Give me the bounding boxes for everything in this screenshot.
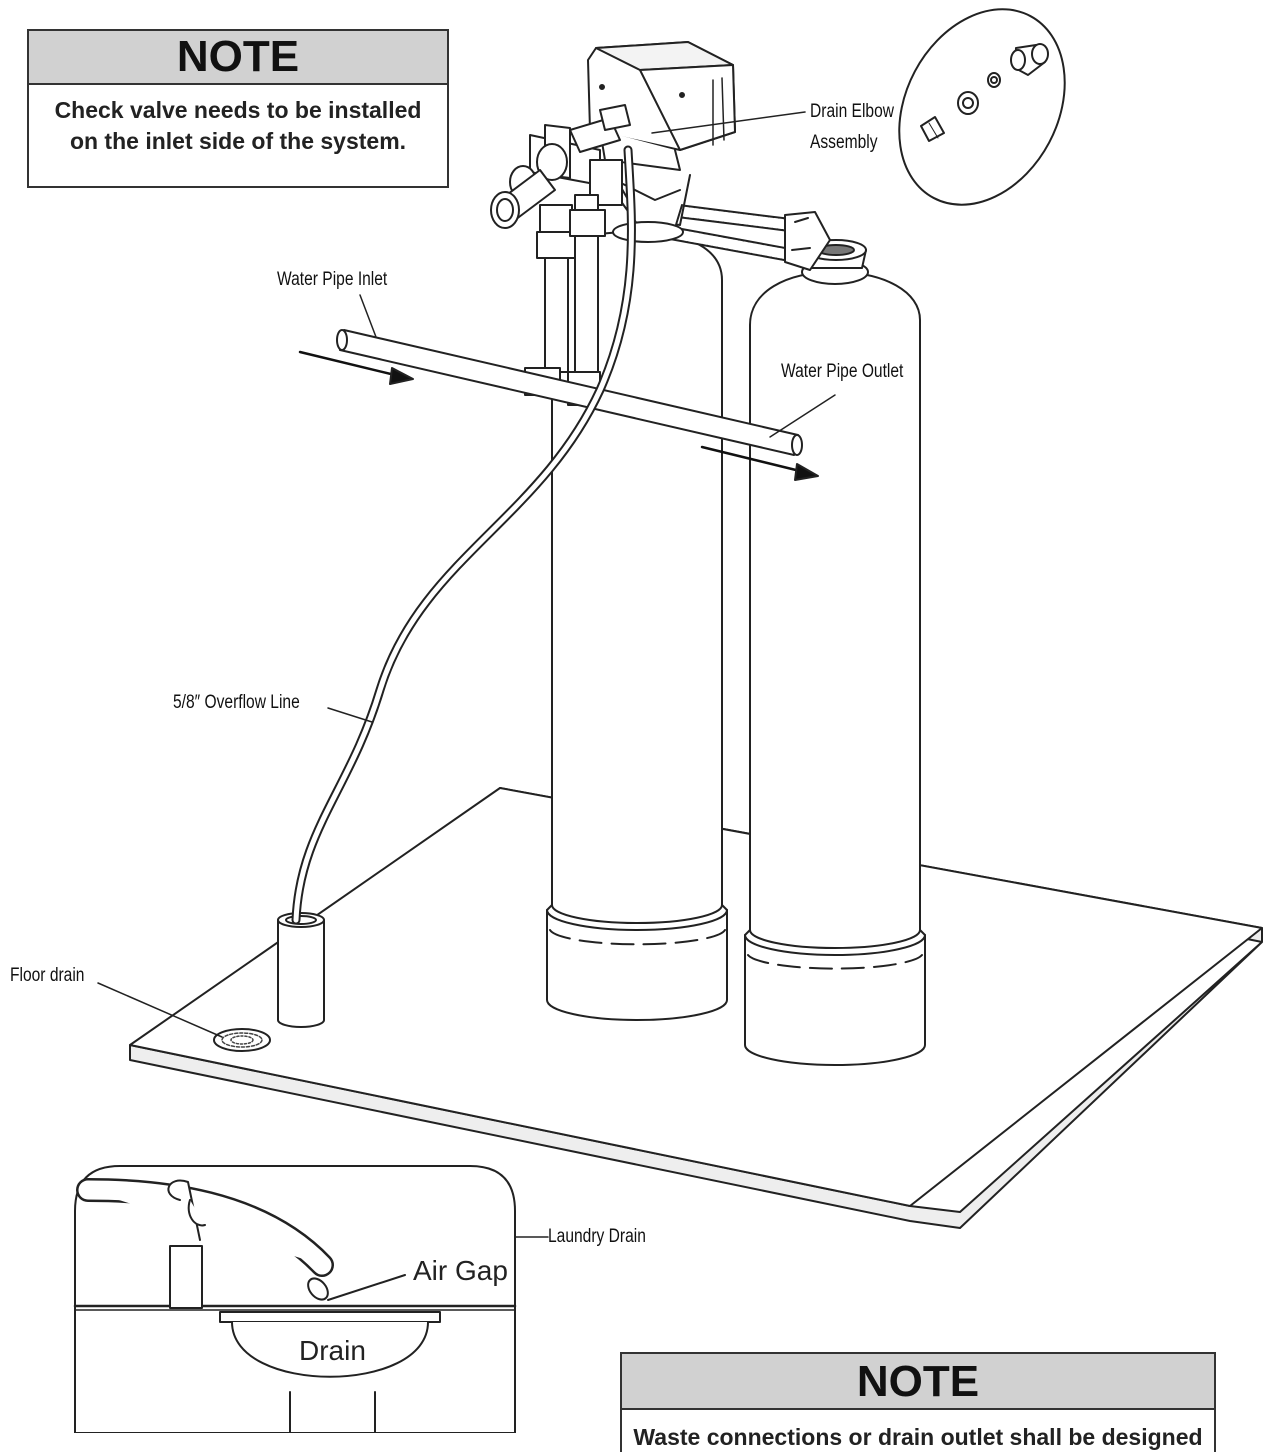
bottom-note-title: NOTE [622, 1354, 1214, 1410]
top-note-box: NOTE Check valve needs to be installed o… [27, 29, 449, 188]
bottom-note-text: Waste connections or drain outlet shall … [633, 1424, 1203, 1450]
bypass-valve [490, 104, 631, 229]
drain-elbow-detail [898, 8, 1066, 206]
water-pipe-outlet-label: Water Pipe Outlet [781, 361, 904, 382]
floor-drain-grate [213, 1028, 271, 1052]
laundry-drain-label: Laundry Drain [548, 1226, 646, 1247]
top-note-title: NOTE [29, 31, 447, 85]
drain-elbow-label-line1: Drain Elbow [810, 101, 894, 122]
overflow-line-label: 5/8″ Overflow Line [173, 692, 300, 713]
top-note-text: Check valve needs to be installed on the… [54, 97, 422, 154]
drain-elbow-label-line2: Assembly [810, 132, 878, 153]
water-main-pipe [336, 329, 803, 456]
overflow-standpipe [277, 912, 325, 1028]
bypass-hoses [658, 203, 831, 271]
overflow-tube [291, 145, 636, 925]
leader-lines [97, 111, 836, 1238]
water-pipe-inlet-label: Water Pipe Inlet [277, 269, 388, 290]
floor-drain-label: Floor drain [10, 965, 85, 986]
bottom-note-box: NOTE Waste connections or drain outlet s… [620, 1352, 1216, 1452]
second-tank [744, 271, 926, 1066]
laundry-drain-inset [73, 1165, 517, 1433]
drain-label: Drain [299, 1335, 366, 1366]
flow-arrows [298, 350, 819, 481]
air-gap-label: Air Gap [413, 1255, 508, 1286]
